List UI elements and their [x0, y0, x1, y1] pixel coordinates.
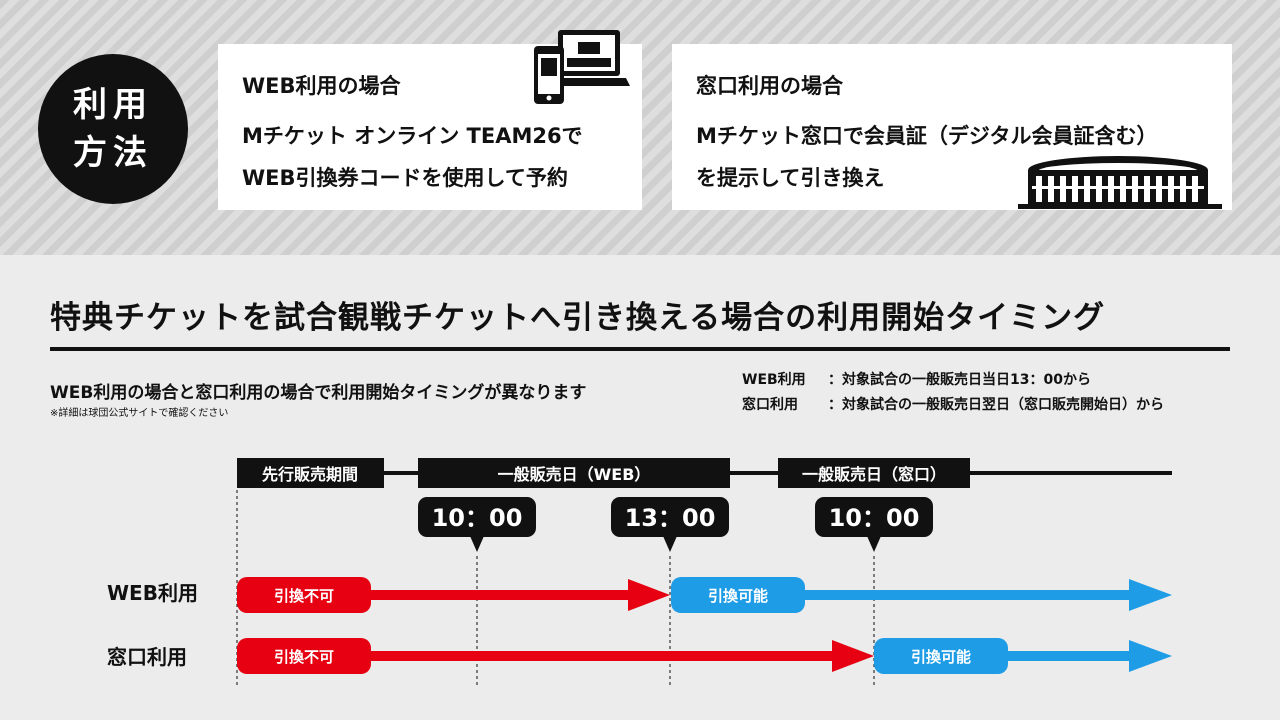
time-bubble-3: 10：00 [815, 497, 933, 552]
period-presale: 先行販売期間 [237, 458, 384, 488]
subheading: WEB利用の場合と窓口利用の場合で利用開始タイミングが異なります [50, 383, 587, 403]
web-row-available: 引換可能 [671, 577, 1172, 613]
web-card-title: WEB利用の場合 [242, 74, 401, 98]
web-row-available-label: 引換可能 [708, 587, 768, 605]
counter-usage-card: 窓口利用の場合 Mチケット窓口で会員証（デジタル会員証含む） を提示して引き換え [672, 44, 1232, 210]
badge-line-1: 利用 [73, 85, 153, 125]
counter-card-line-2: を提示して引き換え [696, 166, 885, 190]
time-label-3: 10：00 [829, 504, 920, 532]
web-card-line-2: WEB引換券コードを使用して予約 [242, 166, 568, 190]
main-title: 特典チケットを試合観戦チケットへ引き換える場合の利用開始タイミング [50, 300, 1106, 336]
period-general-web-label: 一般販売日（WEB） [498, 465, 651, 484]
period-presale-label: 先行販売期間 [262, 465, 358, 484]
stadium-icon [1018, 156, 1222, 209]
web-row-unavailable: 引換不可 [237, 577, 670, 613]
time-label-1: 10：00 [432, 504, 523, 532]
counter-card-title: 窓口利用の場合 [696, 74, 843, 98]
period-general-web: 一般販売日（WEB） [418, 458, 730, 488]
title-divider [50, 347, 1230, 351]
time-bubble-1: 10：00 [418, 497, 536, 552]
time-label-2: 13：00 [625, 504, 716, 532]
counter-row-available-label: 引換可能 [911, 648, 971, 666]
rule-label-web: WEB利用 [742, 372, 806, 388]
web-row-unavailable-label: 引換不可 [274, 587, 334, 605]
row-label-counter: 窓口利用 [107, 645, 187, 669]
counter-row-unavailable-label: 引換不可 [274, 648, 334, 666]
period-general-counter-label: 一般販売日（窓口） [802, 465, 946, 484]
badge-line-2: 方法 [73, 133, 153, 173]
counter-card-line-1: Mチケット窓口で会員証（デジタル会員証含む） [696, 124, 1158, 148]
usage-method-badge: 利用 方法 [38, 54, 188, 204]
devices-icon [534, 30, 630, 104]
counter-row-unavailable: 引換不可 [237, 638, 874, 674]
period-general-counter: 一般販売日（窓口） [778, 458, 970, 488]
rule-label-counter: 窓口利用 [742, 397, 798, 413]
rule-value-counter: ：対象試合の一般販売日翌日（窓口販売開始日）から [828, 397, 1164, 413]
time-bubble-2: 13：00 [611, 497, 729, 552]
row-label-web: WEB利用 [107, 581, 198, 605]
counter-row-available: 引換可能 [874, 638, 1172, 674]
web-card-line-1: Mチケット オンライン TEAM26で [242, 124, 583, 148]
detail-note: ※詳細は球団公式サイトで確認ください [50, 408, 229, 419]
web-usage-card: WEB利用の場合 Mチケット オンライン TEAM26で WEB引換券コードを使… [218, 30, 642, 210]
rule-value-web: ：対象試合の一般販売日当日13：00から [828, 372, 1091, 388]
